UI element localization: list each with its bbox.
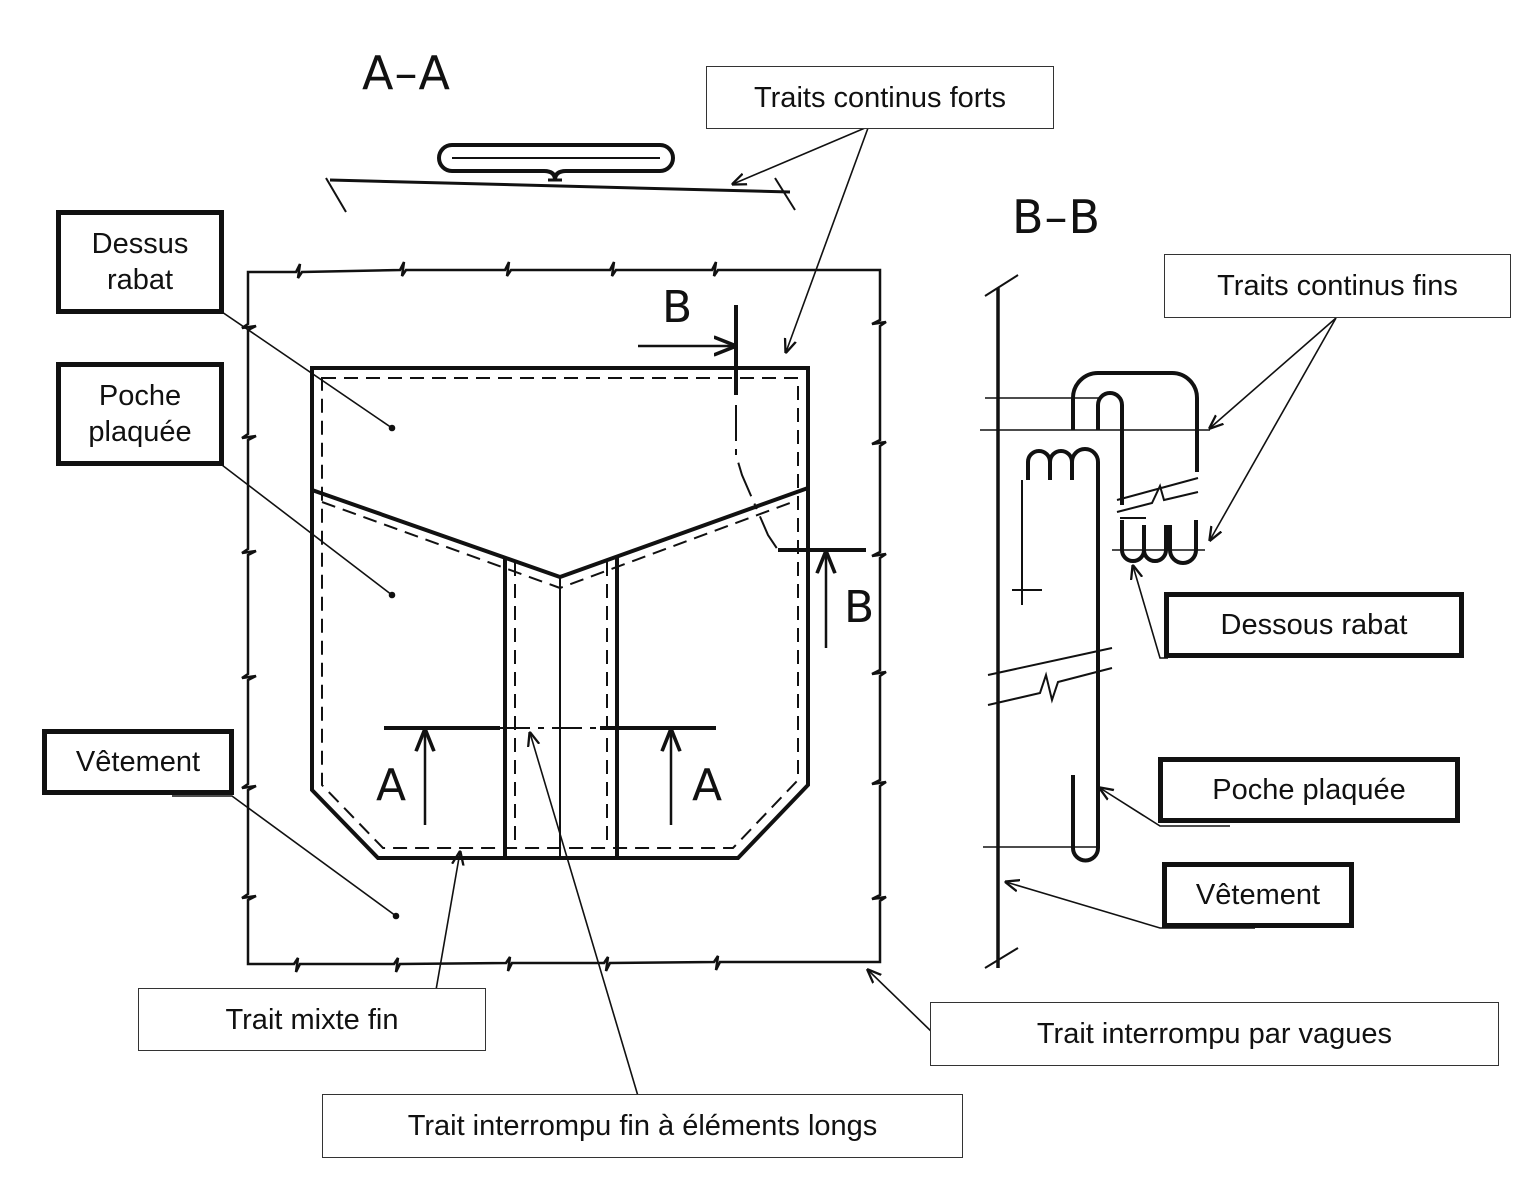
label-trait-interrompu-fin: Trait interrompu fin à éléments longs [322,1094,963,1158]
label-traits-continus-forts: Traits continus forts [706,66,1054,129]
label-trait-mixte-fin: Trait mixte fin [138,988,486,1051]
label-trait-interrompu-par-vagues: Trait interrompu par vagues [930,1002,1499,1066]
cut-letter-a-left: A [376,760,407,811]
label-vetement-left: Vêtement [42,729,234,795]
label-traits-continus-fins: Traits continus fins [1164,254,1511,318]
garment-outline [241,261,887,973]
label-poche-plaquee-left: Poche plaquée [56,362,224,466]
section-aa-view [325,143,796,213]
cut-plane-bb [638,305,866,648]
label-poche-plaquee-right: Poche plaquée [1158,757,1460,823]
cut-letter-b-bottom: B [844,582,875,633]
cut-letter-a-right: A [692,760,723,811]
leader-lines [171,127,1337,1097]
section-bb-view [980,274,1210,969]
label-dessous-rabat: Dessous rabat [1164,592,1464,658]
cut-plane-aa [384,726,716,825]
section-title-aa: A–A [362,46,451,100]
patch-pocket [310,366,810,860]
label-vetement-right: Vêtement [1162,862,1354,928]
label-dessus-rabat: Dessus rabat [56,210,224,314]
cut-letter-b-top: B [662,282,693,333]
section-title-bb: B–B [1012,190,1102,244]
